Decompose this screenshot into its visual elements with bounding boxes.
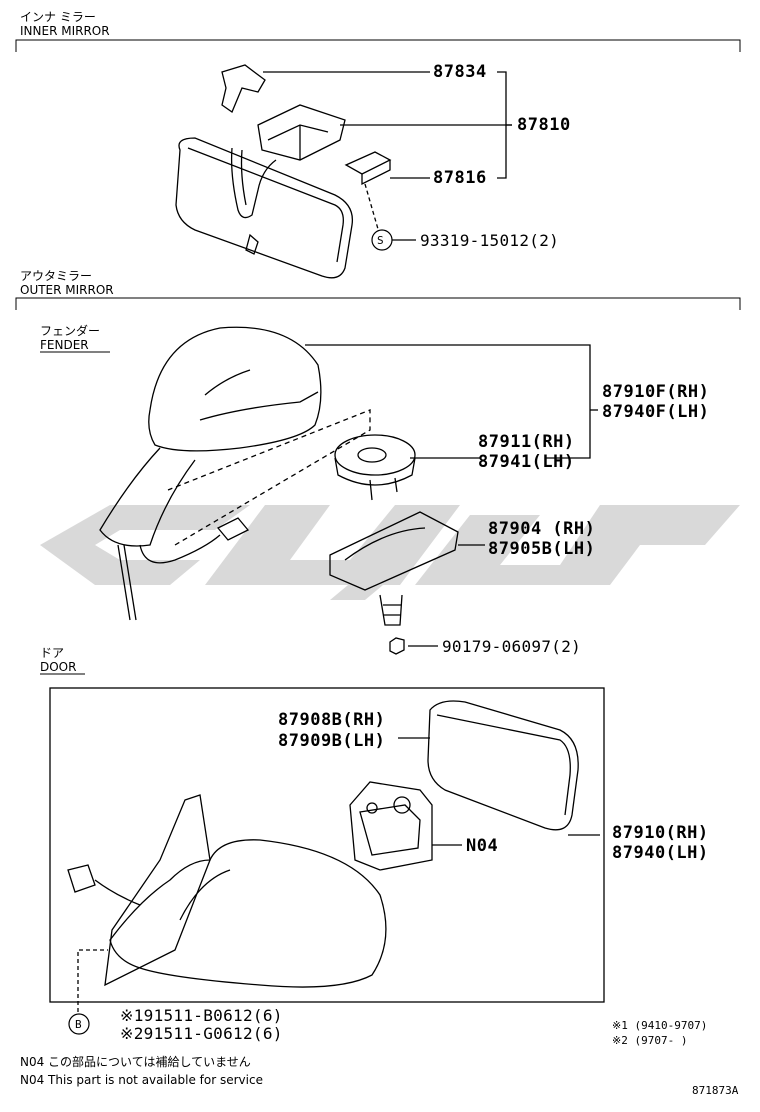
callout-93319-15012[interactable]: 93319-15012(2): [420, 231, 560, 250]
callout-87911[interactable]: 87911(RH): [478, 432, 575, 452]
inner-mirror-title-en: INNER MIRROR: [20, 24, 110, 38]
fender-title-jp: フェンダー: [40, 324, 101, 338]
section-rules: [15, 39, 741, 675]
callout-87810[interactable]: 87810: [517, 115, 571, 135]
fender-mirror-drawing: [99, 326, 598, 655]
callout-87905B[interactable]: 87905B(LH): [488, 539, 596, 559]
fender-title-en: FENDER: [40, 338, 89, 352]
marker-s: S: [377, 234, 384, 247]
callout-87940F[interactable]: 87940F(LH): [602, 402, 710, 422]
inner-mirror-drawing: [175, 64, 512, 279]
callout-87940[interactable]: 87940(LH): [612, 843, 709, 863]
legend-note-2: ※2 (9707- ): [612, 1034, 688, 1047]
callout-87816[interactable]: 87816: [433, 168, 487, 188]
callout-87941[interactable]: 87941(LH): [478, 452, 575, 472]
outer-mirror-title-en: OUTER MIRROR: [20, 283, 114, 297]
circle-markers: [68, 229, 393, 1035]
door-mirror-drawing: [49, 687, 605, 1012]
legend-note-1: ※1 (9410-9707): [612, 1019, 708, 1032]
door-title-en: DOOR: [40, 660, 77, 674]
note-jp: N04 この部品については補給していません: [20, 1055, 251, 1069]
callout-90179-06097[interactable]: 90179-06097(2): [442, 637, 582, 656]
note-en: N04 This part is not available for servi…: [20, 1073, 263, 1087]
figure-id: 871873A: [692, 1084, 739, 1097]
callout-87910[interactable]: 87910(RH): [612, 823, 709, 843]
callout-91511-B0612[interactable]: ※191511-B0612(6): [120, 1006, 283, 1025]
callout-87908B[interactable]: 87908B(RH): [278, 710, 386, 730]
callout-87909B[interactable]: 87909B(LH): [278, 731, 386, 751]
marker-b: B: [75, 1018, 82, 1031]
callout-87910F[interactable]: 87910F(RH): [602, 382, 710, 402]
door-title-jp: ドア: [40, 646, 65, 660]
callout-n04[interactable]: N04: [466, 836, 499, 856]
watermark-logo: [40, 505, 740, 600]
outer-mirror-title-jp: アウタミラー: [20, 269, 93, 283]
inner-mirror-title-jp: インナ ミラー: [20, 10, 96, 24]
callout-87834[interactable]: 87834: [433, 62, 487, 82]
callout-91511-G0612[interactable]: ※291511-G0612(6): [120, 1024, 283, 1043]
callout-87904[interactable]: 87904 (RH): [488, 519, 596, 539]
